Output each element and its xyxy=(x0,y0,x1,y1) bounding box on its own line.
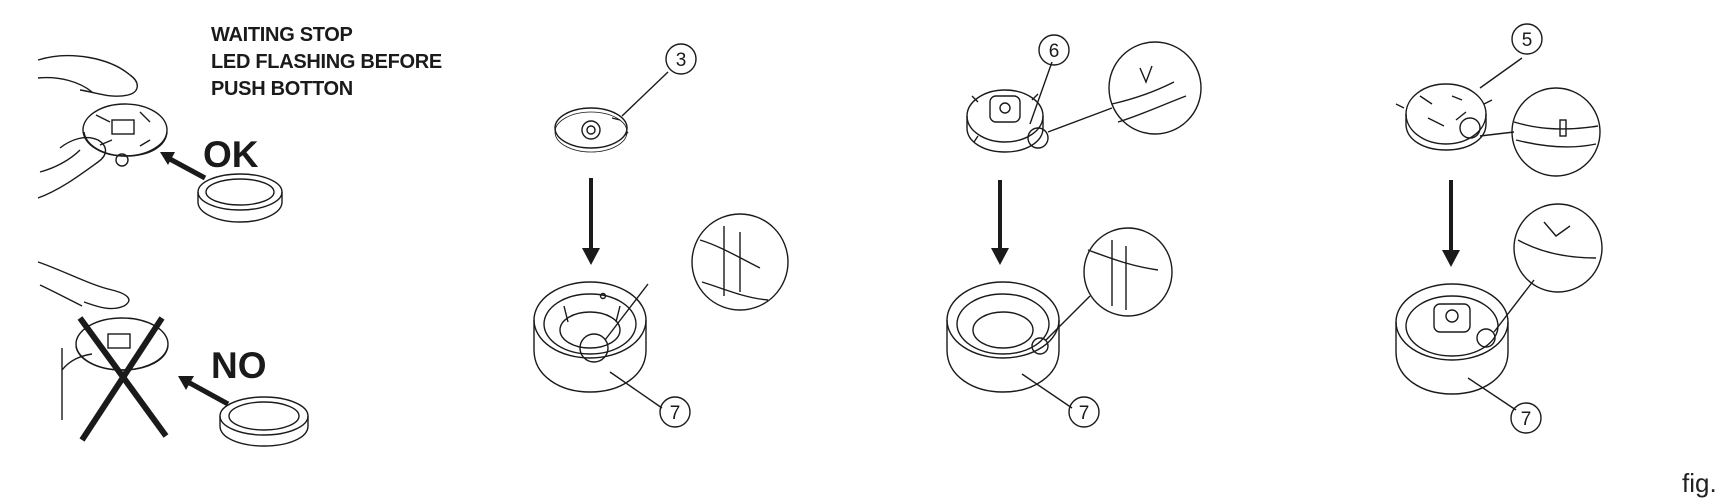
panel-2-illustration xyxy=(946,41,1202,409)
callout-5-text: 5 xyxy=(1522,30,1533,51)
callout-3: 3 xyxy=(665,43,697,75)
callout-5: 5 xyxy=(1511,23,1543,55)
callout-7-panel-3: 7 xyxy=(1510,402,1542,434)
ok-step-illustration xyxy=(37,54,283,223)
panel-3-illustration xyxy=(1395,57,1603,411)
callout-7-panel-1-text: 7 xyxy=(670,403,681,424)
figure-label: fig. xyxy=(1682,468,1717,498)
callout-7-panel-3-text: 7 xyxy=(1521,409,1532,430)
callout-7-panel-2: 7 xyxy=(1068,396,1100,428)
callout-7-panel-1: 7 xyxy=(659,396,691,428)
caption-line-3: PUSH BOTTON xyxy=(211,78,353,100)
instruction-caption: WAITING STOP LED FLASHING BEFORE PUSH BO… xyxy=(211,22,442,103)
no-label: NO xyxy=(211,345,267,386)
panel-1-illustration xyxy=(533,71,789,409)
caption-line-1: WAITING STOP xyxy=(211,24,353,46)
ok-label: OK xyxy=(203,134,259,175)
caption-line-2: LED FLASHING BEFORE xyxy=(211,51,442,73)
callout-7-panel-2-text: 7 xyxy=(1079,403,1090,424)
callout-6: 6 xyxy=(1038,34,1070,66)
no-step-illustration xyxy=(37,261,309,447)
callout-3-text: 3 xyxy=(676,50,687,71)
callout-6-text: 6 xyxy=(1049,41,1060,62)
